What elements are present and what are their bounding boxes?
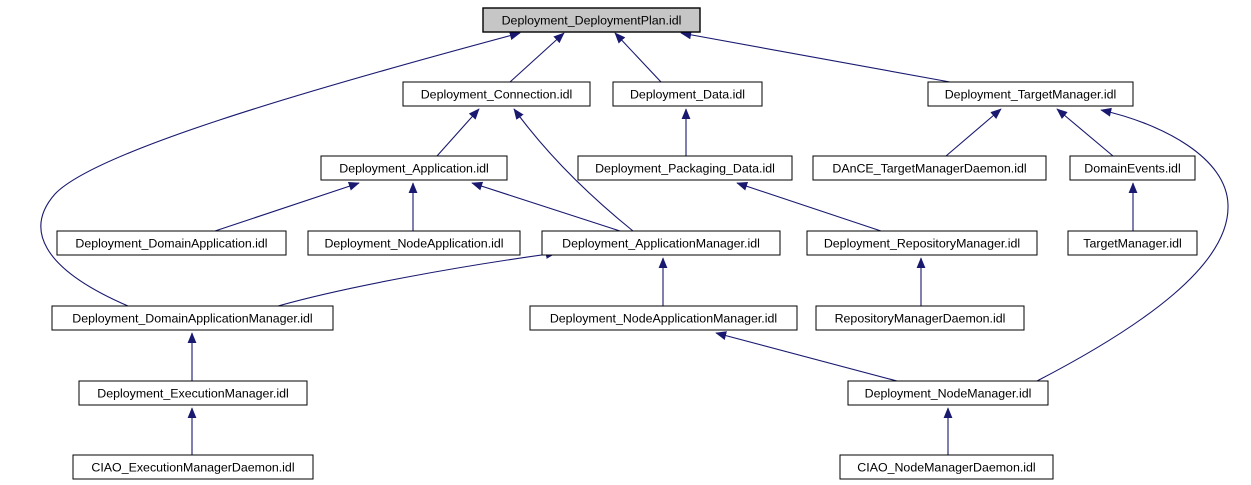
edge-data-to-plan	[614, 32, 662, 83]
node-repodaemon[interactable]: RepositoryManagerDaemon.idl	[815, 305, 1025, 331]
node-box[interactable]	[806, 230, 1038, 256]
node-box[interactable]	[1069, 155, 1196, 181]
edge-repomgr-to-packaging	[736, 181, 882, 232]
node-domainapp[interactable]: Deployment_DomainApplication.idl	[56, 230, 287, 256]
node-label: CIAO_NodeManagerDaemon.idl	[857, 461, 1035, 475]
node-box[interactable]	[402, 81, 591, 107]
node-box[interactable]	[577, 155, 793, 181]
node-dance[interactable]: DAnCE_TargetManagerDaemon.idl	[812, 155, 1047, 181]
node-label: Deployment_RepositoryManager.idl	[824, 237, 1020, 251]
node-label: Deployment_NodeApplicationManager.idl	[550, 312, 777, 326]
edge-connection-to-plan	[509, 32, 565, 83]
node-nodeapp[interactable]: Deployment_NodeApplication.idl	[307, 230, 521, 256]
node-label: Deployment_ExecutionManager.idl	[97, 387, 288, 401]
node-targetmanager[interactable]: Deployment_TargetManager.idl	[927, 81, 1134, 107]
node-connection[interactable]: Deployment_Connection.idl	[402, 81, 591, 107]
edge-appmgr-to-connection	[513, 108, 634, 232]
node-label: RepositoryManagerDaemon.idl	[835, 312, 1006, 326]
node-box[interactable]	[307, 230, 521, 256]
node-packaging[interactable]: Deployment_Packaging_Data.idl	[577, 155, 793, 181]
node-box[interactable]	[839, 454, 1054, 480]
node-ciaoexec[interactable]: CIAO_ExecutionManagerDaemon.idl	[72, 454, 314, 480]
node-label: Deployment_DomainApplication.idl	[75, 237, 267, 251]
node-box[interactable]	[78, 380, 308, 406]
edge-domainappmgr-to-appmgr	[277, 249, 557, 307]
node-domainappmgr[interactable]: Deployment_DomainApplicationManager.idl	[51, 305, 334, 331]
node-label: TargetManager.idl	[1083, 237, 1182, 251]
node-label: Deployment_ApplicationManager.idl	[562, 237, 760, 251]
node-label: Deployment_Packaging_Data.idl	[595, 162, 775, 176]
node-box[interactable]	[529, 305, 798, 331]
node-label: Deployment_DeploymentPlan.idl	[502, 14, 682, 28]
node-application[interactable]: Deployment_Application.idl	[320, 155, 508, 181]
node-box[interactable]	[1067, 230, 1198, 256]
node-label: Deployment_DomainApplicationManager.idl	[72, 312, 312, 326]
edge-domainapp-to-application	[214, 181, 360, 232]
node-label: Deployment_Application.idl	[339, 162, 488, 176]
edge-nodemgr-to-nodeappmgr	[715, 331, 898, 382]
node-box[interactable]	[847, 380, 1049, 406]
node-label: DomainEvents.idl	[1084, 162, 1180, 176]
node-label: CIAO_ExecutionManagerDaemon.idl	[91, 461, 294, 475]
node-repomgr[interactable]: Deployment_RepositoryManager.idl	[806, 230, 1038, 256]
edge-targetmanager-to-plan	[680, 30, 951, 83]
node-nodeappmgr[interactable]: Deployment_NodeApplicationManager.idl	[529, 305, 798, 331]
node-box[interactable]	[72, 454, 314, 480]
edge-dance-to-targetmanager	[945, 108, 1002, 157]
edge-nodemgr-to-targetmanager	[1036, 107, 1229, 382]
node-ciaonode[interactable]: CIAO_NodeManagerDaemon.idl	[839, 454, 1054, 480]
node-execmgr[interactable]: Deployment_ExecutionManager.idl	[78, 380, 308, 406]
node-label: Deployment_TargetManager.idl	[945, 88, 1117, 102]
node-box[interactable]	[927, 81, 1134, 107]
node-box[interactable]	[612, 81, 763, 107]
node-appmgr[interactable]: Deployment_ApplicationManager.idl	[541, 230, 781, 256]
node-targetmgr_idl[interactable]: TargetManager.idl	[1067, 230, 1198, 256]
node-box[interactable]	[815, 305, 1025, 331]
node-data[interactable]: Deployment_Data.idl	[612, 81, 763, 107]
node-box[interactable]	[56, 230, 287, 256]
edge-application-to-connection	[436, 108, 480, 157]
node-box[interactable]	[51, 305, 334, 331]
edge-appmgr-to-application	[471, 181, 621, 232]
node-label: Deployment_NodeApplication.idl	[324, 237, 503, 251]
node-label: Deployment_Data.idl	[630, 88, 745, 102]
node-label: DAnCE_TargetManagerDaemon.idl	[832, 162, 1026, 176]
node-nodemgr[interactable]: Deployment_NodeManager.idl	[847, 380, 1049, 406]
root-node-box	[482, 7, 701, 33]
node-box[interactable]	[541, 230, 781, 256]
node-label: Deployment_Connection.idl	[421, 88, 573, 102]
node-domainevents[interactable]: DomainEvents.idl	[1069, 155, 1196, 181]
node-label: Deployment_NodeManager.idl	[865, 387, 1032, 401]
node-plan: Deployment_DeploymentPlan.idl	[482, 7, 701, 33]
node-box[interactable]	[812, 155, 1047, 181]
node-box[interactable]	[320, 155, 508, 181]
edge-domainappmgr-to-plan	[40, 31, 521, 307]
edge-domainevents-to-targetmanager	[1056, 108, 1114, 157]
